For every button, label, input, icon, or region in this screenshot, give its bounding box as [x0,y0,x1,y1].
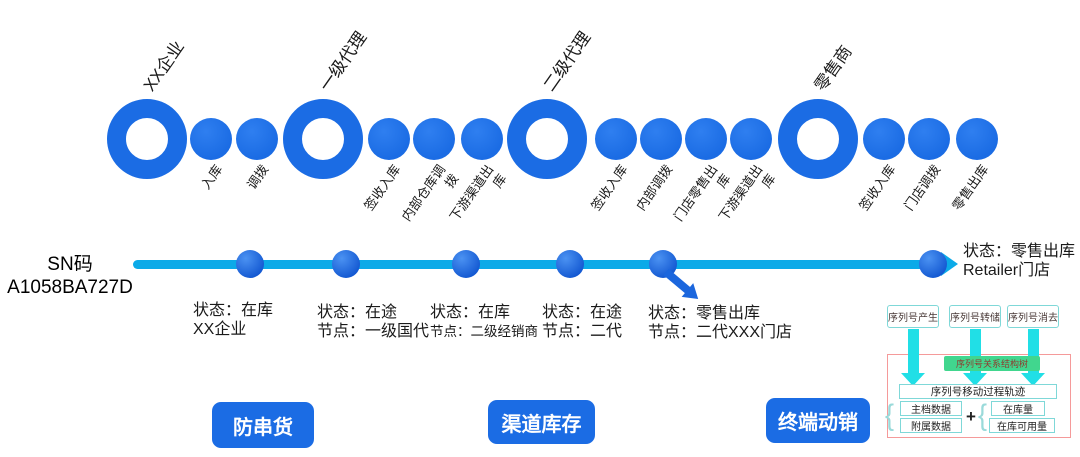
status-line: 节点：二级经销商 [430,324,538,339]
status-line: 状态：在库 [430,304,511,321]
step-dot [461,118,503,160]
step-dot [730,118,772,160]
node-label-level1-agent: 一级代理 [315,28,371,95]
step-label: 入库 [198,162,226,192]
node-label-level2-agent: 二级代理 [539,28,595,95]
node-ring-xx-enterprise [107,99,187,179]
step-dot [368,118,410,160]
step-label: 门店调拨 [901,162,944,214]
step-label: 下游渠道出 库 [446,162,509,224]
timeline-dot [236,250,264,278]
step-label: 调拨 [244,162,272,192]
node-ring-retailer [778,99,858,179]
step-dot [236,118,278,160]
flow-arrow-icon [663,268,699,299]
down-arrow-icon [1021,329,1045,386]
step-dot [595,118,637,160]
mini-box-attached-data: 附属数据 [900,418,962,433]
brace-icon: { [978,398,988,432]
status-label-4: 状态：在途 节点：二代 [542,303,622,341]
step-label: 签收入库 [588,162,631,214]
timeline-dot [919,250,947,278]
mini-box-sn-relation-tree: 序列号关系结构树 [944,356,1040,371]
tag-terminal-sales: 终端动销 [766,398,870,443]
down-arrow-icon [963,329,987,386]
status-label-3: 状态：在库 节点：二级经销商 [430,303,538,341]
step-dot [190,118,232,160]
mini-box-sn-transfer: 序列号转储 [949,305,1001,328]
status-label-1: 状态：在库 XX企业 [193,301,273,339]
status-line: 节点：一级国代 [317,323,430,340]
status-label-5: 状态：零售出库 节点：二代XXX门店 [648,304,792,342]
node-ring-level1-agent [283,99,363,179]
step-dot [413,118,455,160]
plus-sign: + [966,407,976,426]
status-line: 节点：二代XXX门店 [648,324,793,341]
step-label: 签收入库 [361,162,404,214]
step-dot [863,118,905,160]
step-label: 零售出库 [949,162,992,214]
step-dot [685,118,727,160]
step-label: 下游渠道出 库 [715,162,778,224]
timeline-dot [452,250,480,278]
mini-box-sn-generate: 序列号产生 [887,305,939,328]
node-label-xx-enterprise: XX企业 [139,37,188,95]
tag-channel-inventory: 渠道库存 [488,400,595,444]
sn-code-label: SN码 A1058BA727D [7,254,133,298]
status-line: 状态：在库 [193,302,274,319]
step-dot [956,118,998,160]
timeline-dot [556,250,584,278]
mini-box-sn-movement-track: 序列号移动过程轨迹 [899,384,1057,399]
step-label: 内部仓库调 拨 [398,162,461,224]
status-line: 节点：二代 [542,323,623,340]
status-label-end: 状态：零售出库 Retailer门店 [963,242,1075,280]
mini-box-master-data: 主档数据 [900,401,962,416]
step-label: 签收入库 [856,162,899,214]
brace-icon: { [885,398,895,432]
status-line: Retailer门店 [963,262,1051,279]
status-line: XX企业 [193,321,247,338]
down-arrow-icon [901,329,925,386]
step-label: 内部调拨 [633,162,676,214]
step-dot [908,118,950,160]
mini-box-stock-qty: 在库量 [991,401,1045,416]
status-line: 状态：在途 [542,304,623,321]
status-line: 状态：零售出库 [648,305,761,322]
status-line: 状态：零售出库 [963,243,1076,260]
status-line: 状态：在途 [317,304,398,321]
tag-anti-channeling: 防串货 [212,402,314,448]
timeline-line [133,260,943,269]
step-dot [640,118,682,160]
status-label-2: 状态：在途 节点：一级国代 [317,303,429,341]
mini-box-sn-remove: 序列号消去 [1007,305,1059,328]
step-label: 门店零售出 库 [670,162,733,224]
mini-box-stock-available-qty: 在库可用量 [989,418,1055,433]
timeline-dot [332,250,360,278]
node-ring-level2-agent [507,99,587,179]
node-label-retailer: 零售商 [810,42,856,95]
